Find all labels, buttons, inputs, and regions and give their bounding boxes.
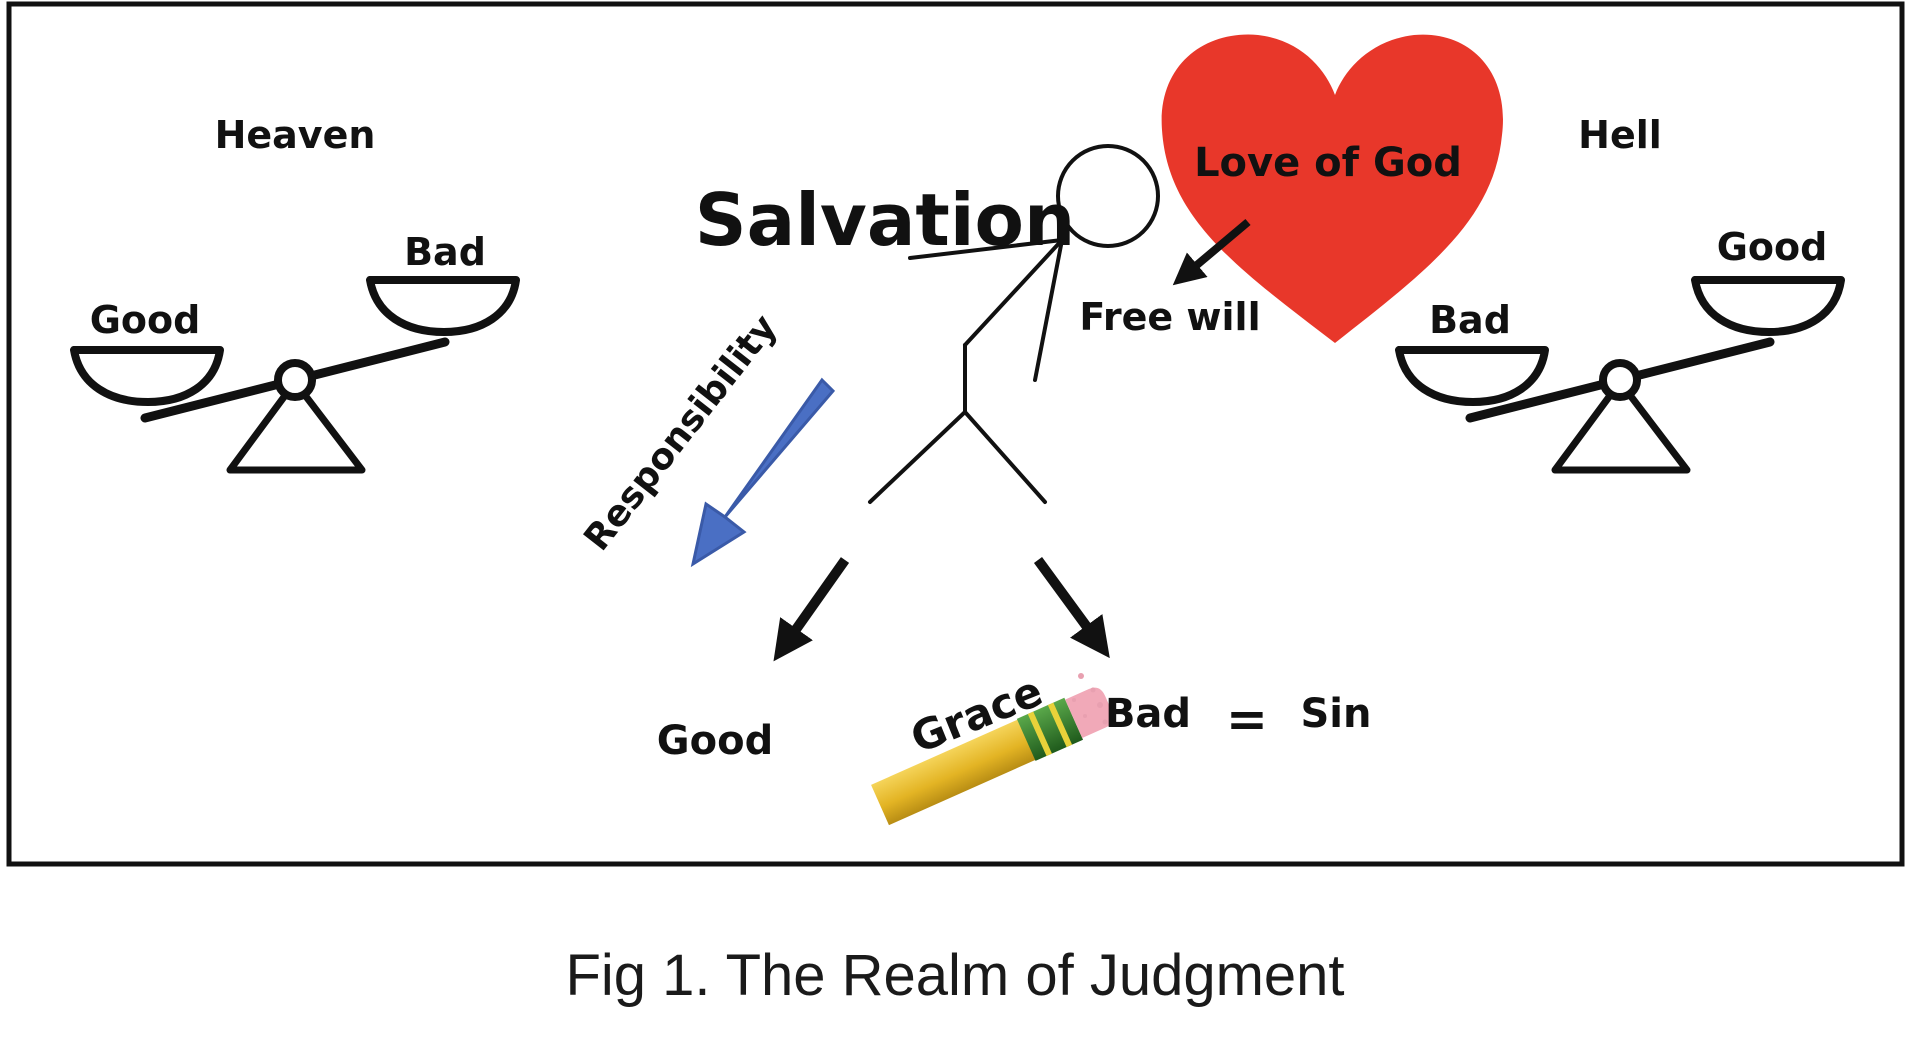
stick-figure-left-arm [908, 238, 1064, 260]
pencil-body [871, 717, 1040, 826]
heaven-bad-label: Bad [404, 230, 486, 274]
stick-figure-right-leg [963, 410, 1047, 504]
good-arrow [773, 557, 850, 662]
grace-pencil [871, 687, 1114, 826]
figure-frame [6, 1, 1905, 867]
stick-figure-left-leg [868, 410, 967, 504]
responsibility-arrow [690, 377, 836, 568]
stick-figure [868, 144, 1160, 504]
heaven-bad-pan [366, 276, 520, 336]
pencil-eraser [1065, 687, 1114, 738]
hell-good-pan [1691, 276, 1845, 336]
bad-outcome-label: Bad [1105, 691, 1191, 737]
heaven-good-label: Good [90, 298, 201, 342]
heaven-scale-pivot [274, 359, 316, 401]
heaven-label: Heaven [215, 113, 376, 157]
eraser-crumbs [1072, 673, 1108, 725]
hell-scale-pivot [1599, 359, 1641, 401]
good-outcome-label: Good [657, 718, 773, 764]
equals-sign: = [1226, 690, 1268, 748]
stick-figure-body [963, 238, 1064, 347]
stick-figure-right-arm [1033, 238, 1064, 382]
figure-caption: Fig 1. The Realm of Judgment [565, 943, 1344, 1008]
hell-scale: Hell Bad Good [1395, 113, 1845, 474]
salvation-label: Salvation [695, 178, 1075, 262]
heaven-scale: Heaven Good Bad [70, 113, 520, 474]
hell-label: Hell [1578, 113, 1662, 157]
bad-arrow [1033, 557, 1110, 659]
hell-scale-stand [1551, 378, 1691, 474]
responsibility-label: Responsibility [576, 307, 785, 558]
love-of-god-label: Love of God [1194, 140, 1462, 186]
hell-bad-pan [1395, 346, 1549, 406]
free-will-arrow [1172, 218, 1251, 286]
stick-figure-head [1056, 144, 1160, 248]
heaven-good-pan [70, 346, 224, 406]
love-of-god-heart [1161, 34, 1503, 343]
heaven-scale-stand [226, 378, 366, 474]
hell-good-label: Good [1717, 225, 1828, 269]
sin-label: Sin [1301, 691, 1372, 737]
free-will-label: Free will [1079, 295, 1260, 339]
hell-bad-label: Bad [1429, 298, 1511, 342]
